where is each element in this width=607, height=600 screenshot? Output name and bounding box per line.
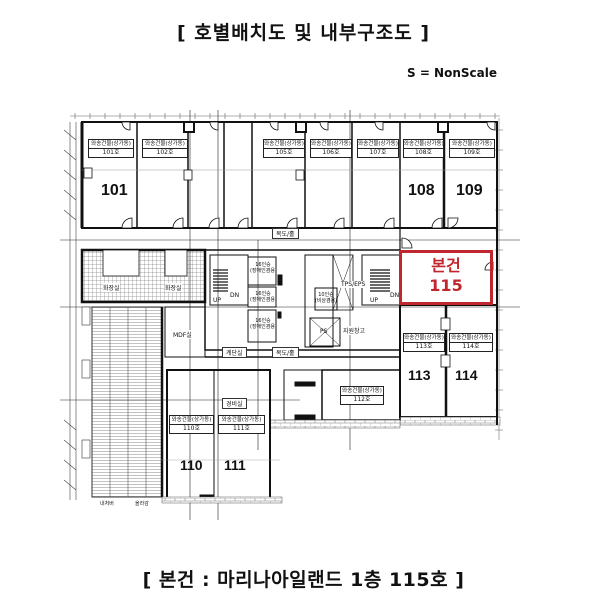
corridor-label-top: 복도/홀 <box>272 228 299 239</box>
footer-caption: [ 본건 : 마리나아일랜드 1층 115호 ] <box>142 569 465 591</box>
top-ruler <box>70 113 500 119</box>
stair-dn-label-1: DN <box>230 292 240 299</box>
ramp-label-up: 올라감 <box>135 501 149 507</box>
stair-up-label-2: UP <box>370 297 379 304</box>
stair-room-label: 계단실 <box>222 347 247 358</box>
elevator-label-3: 16인승 (장애인겸용) <box>250 318 277 330</box>
room-tag-105: 와송건물(상가동) 105호 <box>263 139 305 158</box>
corridor-label-mid: 복도/홀 <box>272 347 299 358</box>
ps-label: PS <box>320 328 328 335</box>
room-tag-112: 와송건물(상가동) 112호 <box>340 386 384 405</box>
room-tag-111: 와송건물(상가동) 111호 <box>218 415 265 434</box>
ramp-area <box>81 306 163 498</box>
subject-unit-highlight <box>399 250 493 305</box>
room-number-113: 113 <box>408 367 431 383</box>
room-tag-114: 와송건물(상가동) 114호 <box>449 333 493 352</box>
stair-up-label-1: UP <box>213 297 222 304</box>
restroom-label-right: 화장실 <box>165 283 182 292</box>
security-room-label: 경비실 <box>222 398 247 409</box>
elevator-label-4: 10인승 (비상겸용) <box>314 292 338 304</box>
room-tag-107: 와송건물(상가동) 107호 <box>357 139 399 158</box>
scale-note: S = NonScale <box>407 66 497 80</box>
stair-dn-label-2: DN <box>390 292 400 299</box>
subject-unit-label: 본건 115 <box>429 256 463 295</box>
ramp-label-down: 내처버 <box>100 501 114 507</box>
elevator-label-2: 16인승 (장애인겸용) <box>250 291 277 303</box>
tps-eps-label: TPS/EPS <box>341 281 366 288</box>
room-number-101: 101 <box>101 182 128 199</box>
storage-label: 지원창고 <box>343 326 366 335</box>
room-number-108: 108 <box>408 182 435 199</box>
room-tag-109: 와송건물(상가동) 109호 <box>449 139 495 158</box>
top-row-rooms <box>80 121 498 229</box>
rooms-113-114 <box>399 304 498 418</box>
room-number-110: 110 <box>180 457 203 473</box>
room-tag-110: 와송건물(상가동) 110호 <box>169 415 214 434</box>
room-tag-102: 와송건물(상가동) 102호 <box>142 139 188 158</box>
room-tag-101: 와송건물(상가동) 101호 <box>88 139 134 158</box>
room-number-114: 114 <box>455 367 478 383</box>
room-number-111: 111 <box>224 457 246 473</box>
room-number-109: 109 <box>456 182 483 199</box>
restroom-label-left: 화장실 <box>103 283 120 292</box>
room-tag-108: 와송건물(상가동) 108호 <box>403 139 444 158</box>
page-title: [ 호별배치도 및 내부구조도 ] <box>176 22 431 44</box>
rooms-110-111 <box>160 369 280 501</box>
room-tag-106: 와송건물(상가동) 106호 <box>310 139 352 158</box>
mdf-label: MDF실 <box>173 330 192 339</box>
room-tag-113: 와송건물(상가동) 113호 <box>403 333 445 352</box>
elevator-label-1: 16인승 (장애인겸용) <box>250 262 277 274</box>
restroom-block <box>80 248 207 304</box>
